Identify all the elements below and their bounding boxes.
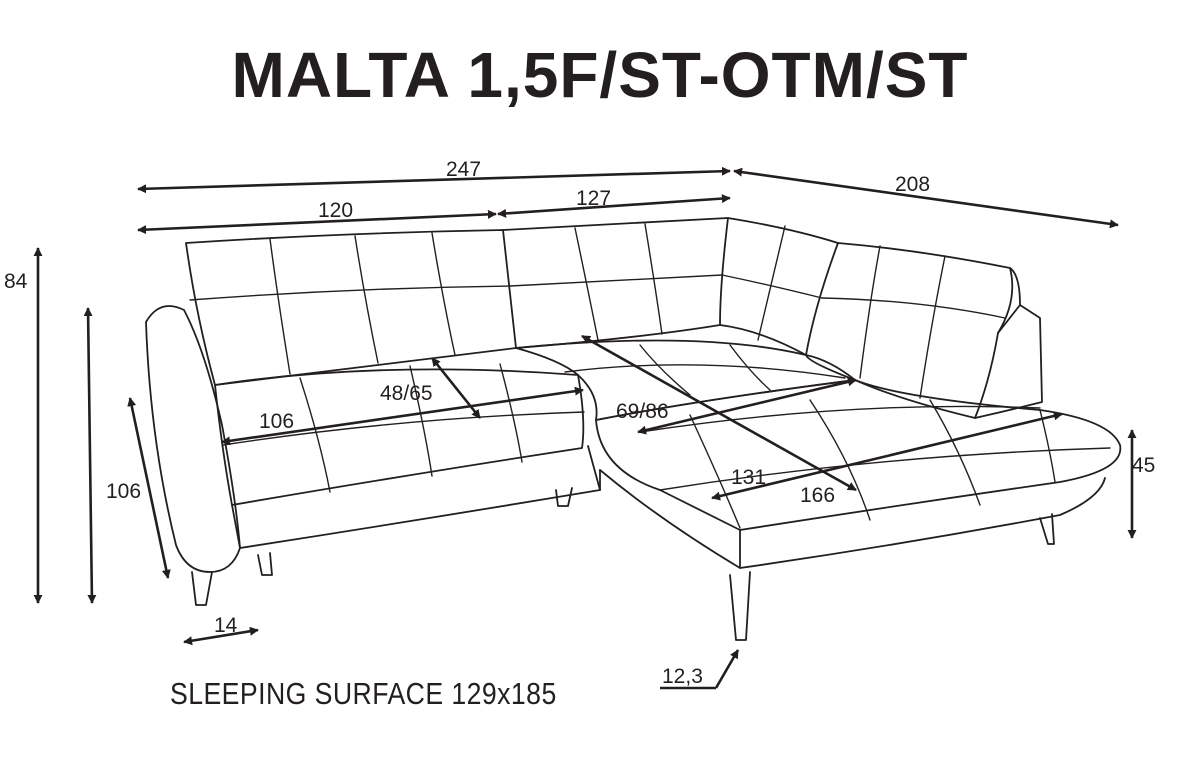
dimension-lines [33,166,1137,690]
dim-total-width: 247 [446,158,481,181]
sleeping-surface-label: SLEEPING SURFACE 129x185 [170,676,557,711]
dim-seat-height: 45 [1132,454,1155,477]
dim-seat-width-left: 106 [259,410,294,433]
dim-seat-depth-left: 48/65 [380,382,433,405]
dim-arrow-armrest-width [183,626,259,646]
page-title: MALTA 1,5F/ST-OTM/ST [231,39,969,111]
dim-arrow-seat-depth-left [430,357,482,419]
dim-armrest-depth: 106 [106,480,141,503]
dim-left-section: 120 [318,199,353,222]
dimension-labels: 247 120 127 208 84 106 45 14 12,3 106 48… [4,158,1155,688]
tufting-seams [189,223,1111,529]
dim-seat-depth-corner: 69/86 [616,400,669,423]
dim-arrow-seat-width-left [221,386,584,446]
dim-arrow-left-section [137,209,497,235]
dim-arrow-middle-section [497,194,731,218]
dim-arrow-height-arm [83,307,97,604]
dim-leg-height: 12,3 [662,665,703,688]
dim-chaise-length: 208 [895,173,930,196]
dim-sleep-width: 131 [731,466,766,489]
dim-height-back: 84 [4,270,28,293]
dim-arrow-sleep-length [711,411,1063,501]
dim-arrow-total-width [137,166,731,194]
dim-arrow-leg-height [714,649,740,689]
dim-arrow-armrest-depth [127,397,171,579]
dim-arrow-chaise-length [733,167,1119,229]
dim-sleep-length: 166 [800,484,835,507]
dim-armrest-width: 14 [214,614,238,637]
dim-middle-section: 127 [576,187,611,210]
